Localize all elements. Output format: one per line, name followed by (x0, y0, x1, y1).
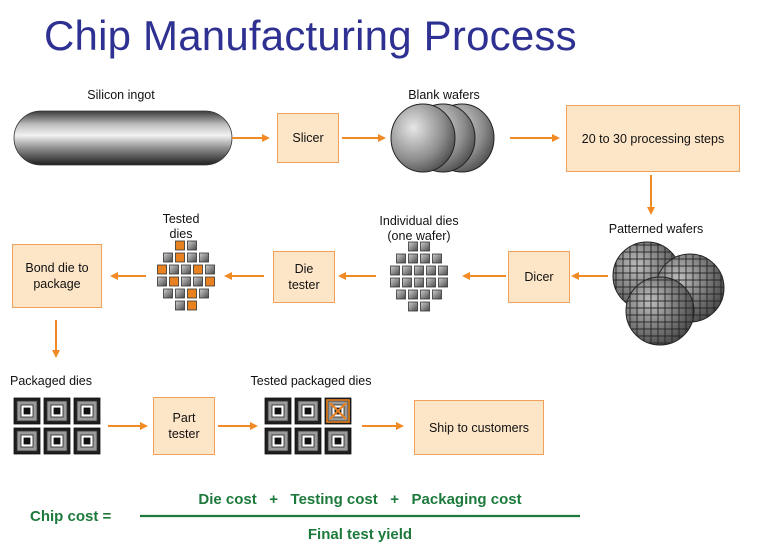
die-square (408, 253, 418, 264)
die-square (199, 288, 209, 299)
die-square (205, 264, 215, 275)
label-tested-packaged-dies: Tested packaged dies (250, 374, 372, 388)
label-individual-dies-line1: Individual dies (379, 214, 459, 228)
formula-denominator: Final test yield (307, 526, 413, 543)
die-square (169, 276, 179, 287)
die-tester-box: Die tester (273, 251, 335, 303)
die-square (205, 276, 215, 287)
formula-lhs: Chip cost = (30, 508, 112, 525)
package-die (304, 437, 312, 445)
packaged-dies-icon (13, 397, 101, 455)
tested-dies-icon (157, 240, 215, 311)
bond-die-box: Bond die to package (12, 244, 102, 308)
package-die (23, 437, 31, 445)
die-square (163, 288, 173, 299)
individual-dies-icon (390, 241, 448, 312)
die-square (187, 288, 197, 299)
dicer-box: Dicer (508, 251, 570, 303)
die-square (175, 288, 185, 299)
die-square (396, 253, 406, 264)
package-die (53, 407, 61, 415)
label-tested-dies-line2: dies (169, 227, 193, 241)
label-blank-wafers: Blank wafers (408, 88, 480, 102)
part-tester-box: Part tester (153, 397, 215, 455)
reject-mark (329, 402, 347, 420)
label-individual-dies-line2: (one wafer) (387, 229, 451, 243)
die-square (175, 240, 185, 251)
die-square (426, 265, 436, 276)
slicer-box: Slicer (277, 113, 339, 163)
package-die (83, 407, 91, 415)
die-square (432, 253, 442, 264)
die-square (402, 265, 412, 276)
part-tester-line1: Part (172, 411, 196, 425)
die-square (432, 289, 442, 300)
die-tester-line2: tester (288, 278, 320, 292)
package-die (83, 437, 91, 445)
processing-steps-box: 20 to 30 processing steps (566, 105, 740, 172)
die-square (193, 276, 203, 287)
die-square (181, 264, 191, 275)
patterned-wafers-icon (612, 241, 725, 346)
die-square (157, 264, 167, 275)
die-square (175, 252, 185, 263)
die-square (187, 252, 197, 263)
die-square (157, 276, 167, 287)
page-title: Chip Manufacturing Process (44, 12, 577, 59)
package-die (274, 437, 282, 445)
blank-wafers-icon (390, 103, 495, 173)
package-die (23, 407, 31, 415)
label-individual-dies: Individual dies (one wafer) (364, 214, 474, 244)
reject-outline (326, 399, 350, 423)
package-die (334, 437, 342, 445)
ship-to-customers-box: Ship to customers (414, 400, 544, 455)
die-square (408, 301, 418, 312)
silicon-ingot-icon (13, 110, 233, 166)
die-square (396, 289, 406, 300)
die-square (420, 241, 430, 252)
bond-line1: Bond die to (25, 261, 89, 275)
die-square (163, 252, 173, 263)
die-square (408, 289, 418, 300)
die-square (408, 241, 418, 252)
die-square (169, 264, 179, 275)
bond-line2: package (33, 277, 81, 291)
die-square (193, 264, 203, 275)
part-tester-line2: tester (168, 427, 200, 441)
die-square (414, 277, 424, 288)
package-die (304, 407, 312, 415)
die-square (426, 277, 436, 288)
die-square (181, 276, 191, 287)
die-square (414, 265, 424, 276)
die-tester-line1: Die (294, 262, 314, 276)
die-square (187, 300, 197, 311)
package-die (53, 437, 61, 445)
die-square (420, 289, 430, 300)
die-square (420, 253, 430, 264)
label-packaged-dies: Packaged dies (10, 374, 93, 388)
die-square (438, 265, 448, 276)
die-square (420, 301, 430, 312)
die-square (390, 277, 400, 288)
package-die (274, 407, 282, 415)
die-square (438, 277, 448, 288)
die-square (199, 252, 209, 263)
die-square (187, 240, 197, 251)
label-silicon-ingot: Silicon ingot (87, 88, 155, 102)
label-tested-dies-line1: Tested (162, 212, 200, 226)
die-square (175, 300, 185, 311)
label-tested-dies: Tested dies (146, 212, 216, 242)
formula-numerator: Die cost + Testing cost + Packaging cost (198, 491, 522, 508)
label-patterned-wafers: Patterned wafers (608, 222, 704, 236)
flow-arrows (52, 134, 655, 430)
die-square (402, 277, 412, 288)
die-square (390, 265, 400, 276)
tested-packaged-dies-icon (264, 397, 352, 455)
